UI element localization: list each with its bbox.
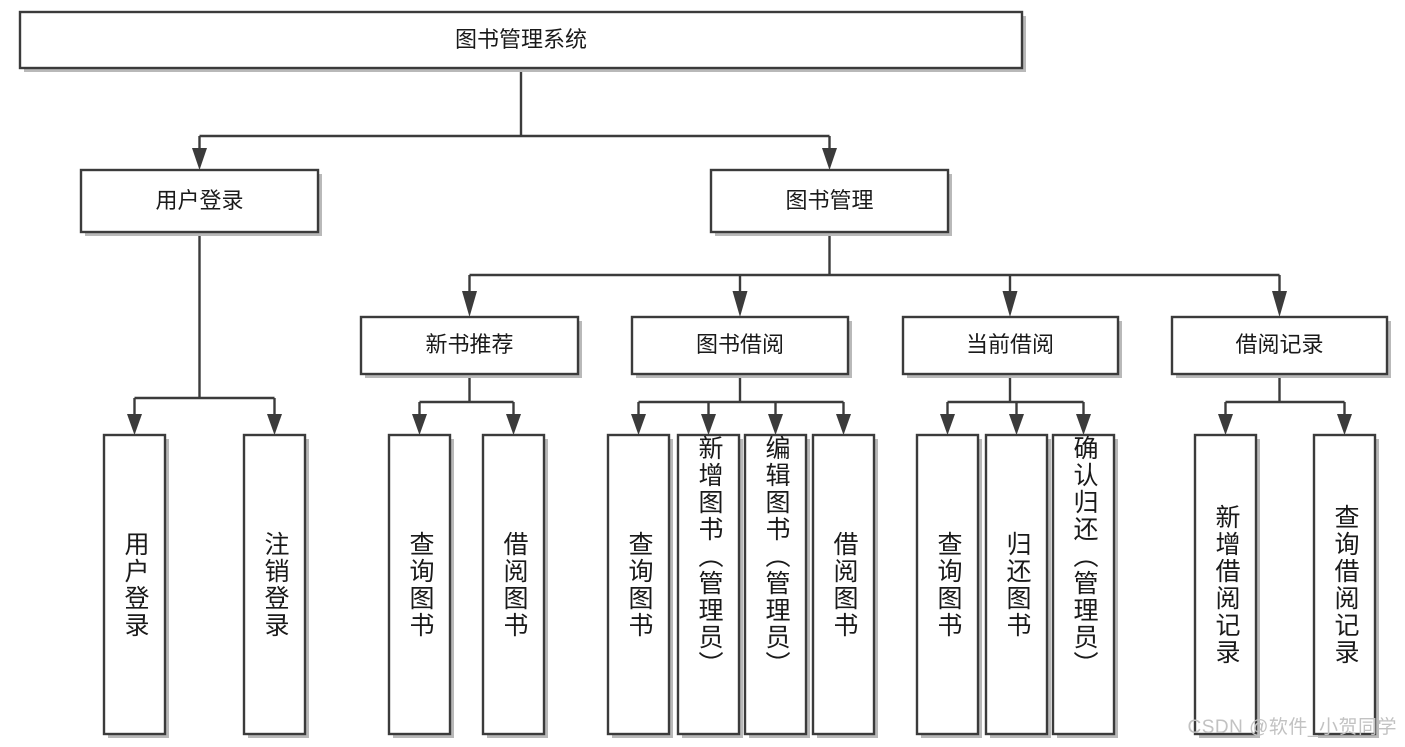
arrowhead-to-leaf-9 <box>940 414 955 435</box>
arrowhead-to-leaf-6 <box>701 414 716 435</box>
arrowhead-to-leaf-3 <box>412 414 427 435</box>
leaf-box-borrow-book[interactable] <box>811 433 876 736</box>
arrowhead-to-borrowrecord <box>1272 291 1287 317</box>
node-current-borrow-label: 当前借阅 <box>966 332 1054 357</box>
leaf-box-query-book-current[interactable] <box>915 433 980 736</box>
arrowhead-to-leaf-1 <box>127 414 142 435</box>
arrowhead-to-newbook <box>462 291 477 317</box>
connector-newbook-to-leaves <box>418 374 515 416</box>
node-user-login[interactable]: 用户登录 <box>79 168 322 236</box>
node-current-borrow[interactable]: 当前借阅 <box>901 315 1122 378</box>
leaf-box-borrow-book-rec[interactable] <box>481 433 546 736</box>
arrowhead-to-leaf-11 <box>1076 414 1091 435</box>
leaf-box-return-book[interactable] <box>984 433 1049 736</box>
arrowhead-to-leaf-13 <box>1337 414 1352 435</box>
arrowhead-to-leaf-12 <box>1218 414 1233 435</box>
connector-borrowbook-to-leaves <box>637 374 845 416</box>
arrowhead-to-leaf-10 <box>1009 414 1024 435</box>
arrowhead-to-leaf-4 <box>506 414 521 435</box>
node-user-login-label: 用户登录 <box>155 188 243 213</box>
node-new-book-recommend-label: 新书推荐 <box>425 332 513 357</box>
leaf-box-edit-book-admin[interactable] <box>743 433 808 736</box>
node-book-management[interactable]: 图书管理 <box>709 168 952 236</box>
leaf-box-query-book-borrow[interactable] <box>606 433 671 736</box>
watermark: CSDN @软件_小贺同学 <box>1187 717 1397 738</box>
connector-root-to-level2 <box>198 68 831 152</box>
arrowhead-to-borrowbook <box>732 291 748 317</box>
node-root-system[interactable]: 图书管理系统 <box>18 10 1026 72</box>
arrowhead-to-leaf-8 <box>836 414 851 435</box>
leaf-box-layer <box>102 433 1379 738</box>
node-new-book-recommend[interactable]: 新书推荐 <box>359 315 582 378</box>
arrowhead-to-userlogin <box>192 148 207 170</box>
arrowhead-layer <box>127 148 1352 435</box>
leaf-box-add-borrow-record[interactable] <box>1193 433 1258 736</box>
connector-currentborrow-to-leaves <box>946 374 1085 416</box>
arrowhead-to-leaf-2 <box>267 414 282 435</box>
leaf-box-add-book-admin[interactable] <box>676 433 741 736</box>
leaf-box-confirm-return-admin[interactable] <box>1051 433 1116 736</box>
arrowhead-to-currentborrow <box>1002 291 1018 317</box>
leaf-box-query-borrow-record[interactable] <box>1312 433 1377 736</box>
arrowhead-to-leaf-5 <box>631 414 646 435</box>
leaf-box-logout[interactable] <box>242 433 307 736</box>
node-root-label: 图书管理系统 <box>455 27 587 52</box>
node-borrow-record-label: 借阅记录 <box>1235 332 1323 357</box>
node-book-management-label: 图书管理 <box>785 188 873 213</box>
connector-bookmgmt-to-level3 <box>468 232 1281 295</box>
connector-layer <box>127 68 1352 435</box>
connector-userlogin-to-leaves <box>133 232 276 416</box>
connector-borrowrecord-to-leaves <box>1224 374 1346 416</box>
leaf-box-query-book-rec[interactable] <box>387 433 452 736</box>
arrowhead-to-leaf-7 <box>768 414 783 435</box>
node-book-borrow[interactable]: 图书借阅 <box>630 315 852 378</box>
arrowhead-to-bookmgmt <box>822 148 837 170</box>
leaf-box-user-login[interactable] <box>102 433 167 736</box>
node-book-borrow-label: 图书借阅 <box>696 332 784 357</box>
node-borrow-record[interactable]: 借阅记录 <box>1170 315 1391 378</box>
